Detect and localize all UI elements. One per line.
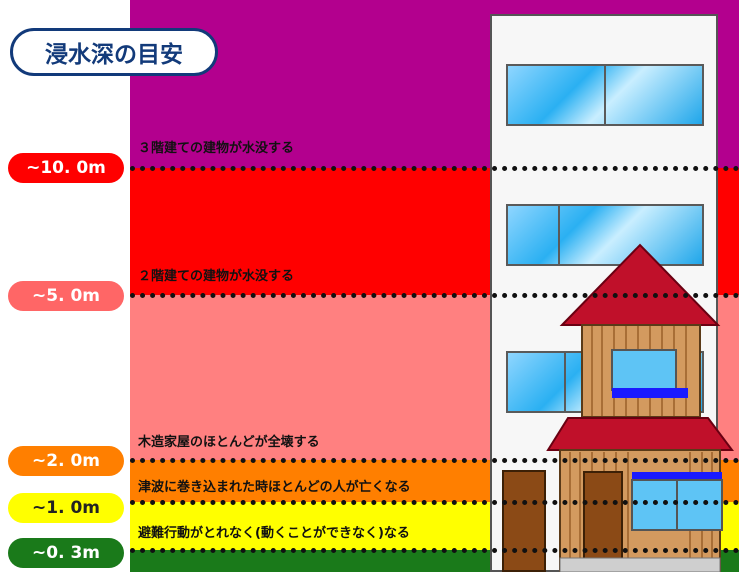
page-title: 浸水深の目安 xyxy=(10,28,218,76)
threshold-line-1m xyxy=(130,500,739,505)
threshold-line-10m xyxy=(130,166,739,171)
threshold-line-2m xyxy=(130,458,739,463)
caption-1m: 津波に巻き込まれた時ほとんどの人が亡くなる xyxy=(138,480,411,495)
depth-pill-5m: ~5. 0m xyxy=(8,281,124,311)
building-door-left xyxy=(502,470,546,572)
caption-03m: 避難行動がとれなく(動くことができなく)なる xyxy=(138,526,410,541)
caption-10m: ３階建ての建物が水没する xyxy=(138,141,295,156)
depth-pill-10m: ~10. 0m xyxy=(8,153,124,183)
caption-5m: ２階建ての建物が水没する xyxy=(138,269,295,284)
page-title-text: 浸水深の目安 xyxy=(45,42,183,68)
caption-2m: 木造家屋のほとんどが全壊する xyxy=(138,435,320,450)
threshold-line-03m xyxy=(130,548,739,553)
depth-pill-03m: ~0. 3m xyxy=(8,538,124,568)
wooden-house-icon xyxy=(546,243,734,572)
depth-pill-2m: ~2. 0m xyxy=(8,446,124,476)
depth-pill-1m: ~1. 0m xyxy=(8,493,124,523)
building-window-floor-2 xyxy=(506,204,704,266)
threshold-line-5m xyxy=(130,293,739,298)
building-window-floor-3 xyxy=(506,64,704,126)
